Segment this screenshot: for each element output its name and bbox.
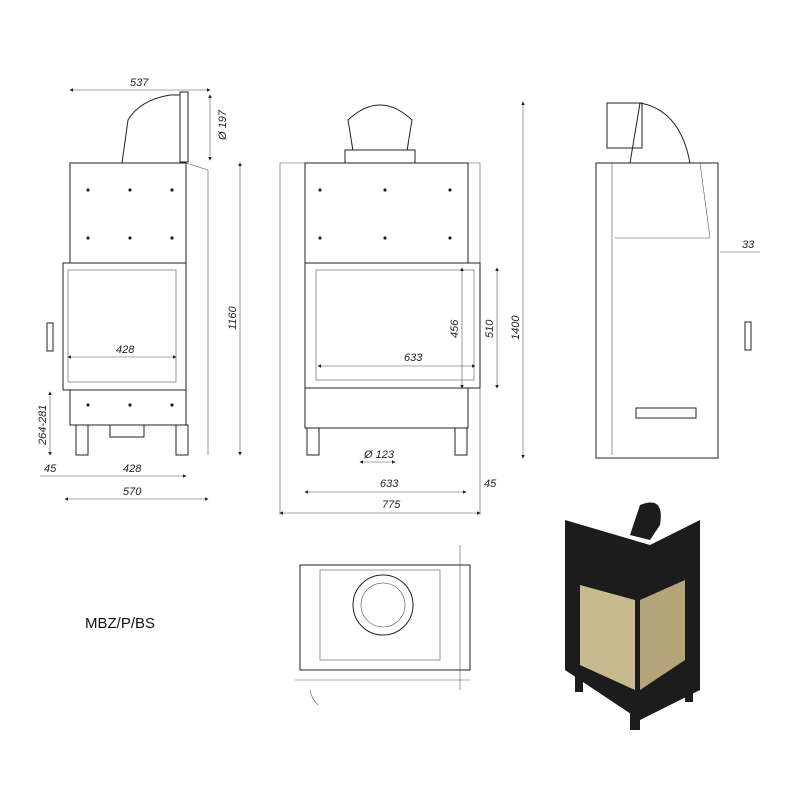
- right-side-view: 33: [595, 102, 760, 459]
- upper-body-panel: [304, 162, 469, 264]
- body-outline: [299, 564, 471, 671]
- dim-body-width: 633: [380, 478, 399, 490]
- firebox-outline: [319, 569, 441, 661]
- dim-front-glass-width: 633: [404, 352, 423, 364]
- dim-width-570: 570: [123, 486, 142, 498]
- dim-offset-45: 45: [44, 463, 57, 475]
- base-panel: [304, 387, 469, 429]
- dim-depth-33: 33: [742, 239, 755, 251]
- flue-base: [344, 149, 416, 164]
- product-photo: [565, 502, 700, 730]
- left-side-view: 537 Ø 197 1160 428 264-281 45 428 570: [37, 77, 242, 501]
- photo-leg: [685, 680, 693, 702]
- base-rivets: [86, 403, 174, 407]
- photo-leg: [630, 705, 640, 730]
- dim-front-offset: 45: [484, 478, 497, 490]
- door-handle: [744, 321, 752, 351]
- dim-base-height: 264-281: [37, 405, 49, 446]
- panel-rivets: [86, 188, 174, 240]
- dim-air-inlet: Ø 123: [363, 449, 395, 461]
- flue-outlet-inner: [360, 582, 406, 628]
- dim-glass-height: 456: [449, 319, 461, 338]
- glass-pane: [315, 269, 475, 381]
- front-view: 456 510 1400 633 Ø 123 633 45 775: [279, 101, 525, 515]
- door-handle: [46, 322, 54, 352]
- flue-pipe: [179, 91, 189, 163]
- photo-flue: [630, 502, 661, 540]
- dim-flue-diameter: Ø 197: [217, 109, 229, 141]
- flue-elbow: [121, 94, 186, 164]
- handle-outline: [309, 689, 319, 706]
- dim-leg-span: 428: [123, 463, 142, 475]
- flue-outlet: [352, 574, 414, 636]
- leg: [454, 427, 468, 456]
- dim-height-1160: 1160: [227, 305, 239, 330]
- dim-height-1400: 1400: [510, 315, 522, 340]
- dim-width-775: 775: [382, 499, 401, 511]
- panel-rivets: [318, 188, 452, 240]
- top-view: [295, 545, 471, 706]
- model-label: MBZ/P/BS: [85, 615, 155, 632]
- ash-tray: [635, 407, 697, 419]
- housing-outline: [185, 162, 209, 171]
- flue-collar: [347, 104, 413, 164]
- base-panel: [69, 389, 187, 426]
- photo-side-glass: [640, 580, 685, 690]
- leg: [175, 424, 189, 456]
- upper-body-panel: [69, 162, 187, 264]
- photo-front-glass: [580, 585, 635, 690]
- glass-frame: [62, 262, 187, 391]
- glass-pane: [67, 269, 177, 383]
- photo-leg: [575, 670, 583, 692]
- panel-divider: [699, 162, 711, 239]
- air-inlet: [109, 424, 145, 438]
- dim-glass-width: 428: [116, 344, 135, 356]
- leg: [75, 424, 89, 456]
- dim-width-top: 537: [130, 77, 149, 89]
- dim-door-height: 510: [484, 319, 496, 338]
- leg: [306, 427, 320, 456]
